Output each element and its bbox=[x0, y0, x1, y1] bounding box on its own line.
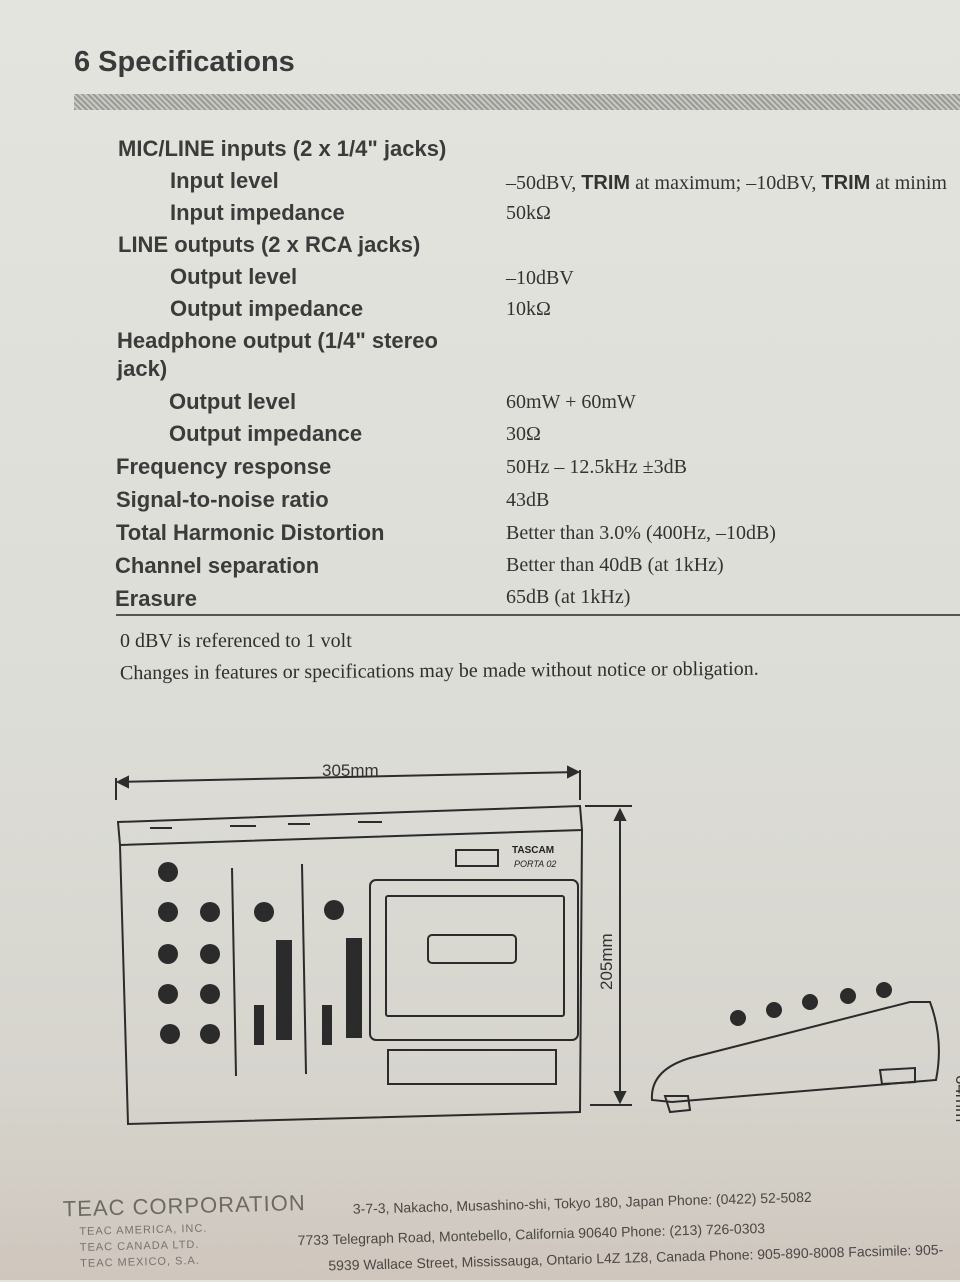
spec-row: Total Harmonic Distortion Better than 3.… bbox=[0, 520, 960, 552]
spec-value: 43dB bbox=[506, 489, 550, 511]
spec-value: 50Hz – 12.5kHz ±3dB bbox=[506, 456, 687, 478]
page-title: 6 Specifications bbox=[74, 46, 295, 78]
side-view-knobs bbox=[730, 982, 892, 1026]
spec-label: MIC/LINE inputs (2 x 1/4" jacks) bbox=[118, 136, 447, 161]
spec-row: LINE outputs (2 x RCA jacks) bbox=[0, 232, 960, 264]
spec-value: Better than 3.0% (400Hz, –10dB) bbox=[506, 522, 776, 544]
top-view-faders bbox=[254, 938, 362, 1045]
spec-label: jack) bbox=[117, 356, 168, 381]
width-dimension bbox=[115, 765, 581, 800]
spec-value: 50kΩ bbox=[506, 202, 551, 224]
address-line: 3-7-3, Nakacho, Musashino-shi, Tokyo 180… bbox=[352, 1188, 812, 1217]
spec-label: Output impedance bbox=[169, 421, 363, 446]
spec-label: Output level bbox=[170, 264, 298, 289]
spec-label: Channel separation bbox=[115, 553, 320, 578]
subsidiary-name: TEAC AMERICA, INC. bbox=[79, 1222, 208, 1238]
spec-row: Input level –50dBV, TRIM at maximum; –10… bbox=[0, 168, 960, 200]
spec-row: Headphone output (1/4" stereo bbox=[0, 328, 960, 360]
spec-row: Output level 60mW + 60mW bbox=[0, 389, 960, 421]
title-rule bbox=[74, 94, 960, 110]
spec-value: 10kΩ bbox=[506, 298, 551, 320]
company-name: TEAC CORPORATION bbox=[62, 1190, 306, 1222]
spec-label: Input impedance bbox=[170, 200, 345, 225]
address-line: 7733 Telegraph Road, Montebello, Califor… bbox=[297, 1219, 766, 1249]
spec-value: 65dB (at 1kHz) bbox=[506, 586, 631, 608]
footnote-dbv: 0 dBV is referenced to 1 volt bbox=[120, 630, 352, 652]
footer: TEAC CORPORATION 3-7-3, Nakacho, Musashi… bbox=[0, 1155, 960, 1280]
dimension-drawing: 305mm 205mm TASCAM PORTA 02 bbox=[115, 761, 960, 1126]
spec-value: 60mW + 60mW bbox=[506, 391, 636, 413]
spec-row: jack) bbox=[0, 356, 960, 388]
spec-value: –50dBV, TRIM at maximum; –10dBV, TRIM at… bbox=[506, 172, 947, 194]
spec-row: Signal-to-noise ratio 43dB bbox=[0, 487, 960, 519]
brand-label: TASCAM bbox=[512, 845, 554, 856]
spec-label: Frequency response bbox=[116, 454, 332, 479]
spec-row: Output impedance 10kΩ bbox=[0, 296, 960, 328]
top-view-knobs bbox=[158, 862, 344, 1044]
spec-row: Erasure 65dB (at 1kHz) bbox=[0, 586, 960, 618]
spec-value: Better than 40dB (at 1kHz) bbox=[506, 554, 724, 576]
spec-row: Channel separation Better than 40dB (at … bbox=[0, 553, 960, 585]
spec-label: Output impedance bbox=[170, 296, 364, 321]
depth-dimension bbox=[585, 805, 632, 1106]
spec-label: Headphone output (1/4" stereo bbox=[117, 328, 438, 353]
model-label: PORTA 02 bbox=[514, 859, 556, 869]
footnote-changes: Changes in features or specifications ma… bbox=[119, 657, 759, 685]
subsidiary-name: TEAC MEXICO, S.A. bbox=[80, 1254, 201, 1270]
depth-label: 205mm bbox=[597, 933, 616, 990]
subsidiary-name: TEAC CANADA LTD. bbox=[79, 1238, 200, 1254]
width-label: 305mm bbox=[322, 761, 379, 780]
spec-row: Frequency response 50Hz – 12.5kHz ±3dB bbox=[0, 454, 960, 486]
table-bottom-rule bbox=[116, 614, 960, 616]
spec-row: Output impedance 30Ω bbox=[0, 421, 960, 453]
side-view-outline bbox=[650, 1001, 940, 1114]
spec-value: 30Ω bbox=[506, 423, 541, 445]
address-line: 5939 Wallace Street, Mississauga, Ontari… bbox=[328, 1241, 944, 1274]
spec-row: Input impedance 50kΩ bbox=[0, 200, 960, 232]
spec-label: Output level bbox=[169, 389, 297, 414]
spec-value: –10dBV bbox=[506, 267, 574, 289]
spec-label: Signal-to-noise ratio bbox=[116, 487, 329, 512]
spec-row: Output level –10dBV bbox=[0, 264, 960, 296]
spec-row: MIC/LINE inputs (2 x 1/4" jacks) bbox=[0, 136, 960, 168]
top-view-outline bbox=[116, 804, 584, 1126]
spec-label: Erasure bbox=[115, 586, 197, 611]
spec-label: LINE outputs (2 x RCA jacks) bbox=[118, 232, 421, 257]
height-label: 64mm bbox=[952, 1075, 960, 1122]
spec-label: Total Harmonic Distortion bbox=[116, 520, 385, 545]
spec-label: Input level bbox=[170, 168, 279, 193]
